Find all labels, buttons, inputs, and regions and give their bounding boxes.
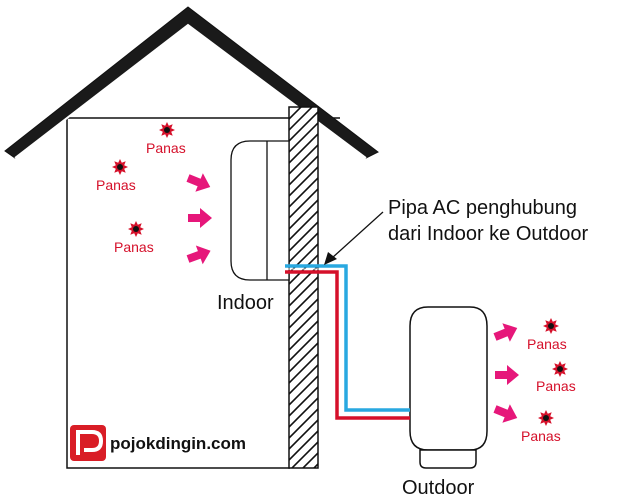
outdoor-label: Outdoor — [402, 477, 475, 499]
hatch-line — [289, 133, 318, 164]
hatch-line — [289, 107, 314, 131]
hatch-line — [289, 375, 318, 406]
hatch-line — [289, 419, 318, 450]
pipe-hot — [285, 270, 410, 420]
pipe-label-line1: Pipa AC penghubung — [388, 197, 577, 219]
hatch-line — [289, 243, 318, 274]
pipe-label-line2: dari Indoor ke Outdoor — [388, 223, 588, 245]
hatch-line — [289, 331, 318, 362]
hatch-line — [289, 155, 318, 186]
exterior-wall — [288, 106, 319, 469]
site-logo: pojokdingin.com — [70, 425, 246, 461]
heat-label: Panas — [536, 378, 576, 394]
heat-label: Panas — [96, 177, 136, 193]
hatch-line — [289, 144, 318, 175]
hatch-line — [289, 232, 318, 263]
hatch-line — [289, 320, 318, 351]
heat-sun-core — [133, 226, 139, 232]
hatch-line — [289, 107, 303, 120]
hatch-line — [289, 122, 318, 153]
hatch-line — [289, 221, 318, 252]
heat-arrow-icon — [493, 323, 518, 342]
heat-sun-core — [164, 127, 170, 133]
hatch-line — [289, 210, 318, 241]
heat-arrow-icon — [493, 404, 518, 423]
pipe-callout-line — [331, 211, 384, 259]
house-roof — [4, 6, 379, 159]
outdoor-unit-stand — [419, 449, 477, 469]
hatch-line — [289, 408, 318, 439]
hatch-line — [289, 342, 318, 373]
hatch-line — [289, 111, 318, 142]
logo-mark-glyph — [76, 430, 104, 455]
heat-sun-core — [117, 164, 123, 170]
logo-text: pojokdingin.com — [110, 434, 246, 453]
indoor-unit — [230, 140, 290, 281]
hatch-line — [289, 430, 318, 461]
heat-arrow-icon — [188, 208, 212, 228]
heat-sun-core — [557, 366, 563, 372]
indoor-label: Indoor — [217, 292, 274, 314]
hatch-line — [290, 441, 318, 468]
hatch-line — [289, 177, 318, 208]
hatch-line — [289, 397, 318, 428]
outdoor-unit — [409, 306, 488, 451]
hatch-line — [289, 475, 318, 500]
hatch-line — [289, 298, 318, 329]
heat-label: Panas — [527, 336, 567, 352]
heat-arrows — [186, 173, 519, 423]
heat-label: Panas — [114, 239, 154, 255]
hatch-line — [289, 166, 318, 197]
hatch-line — [289, 276, 318, 307]
hatch-line — [289, 386, 318, 417]
hatch-line — [301, 452, 318, 468]
house-wall-outline — [66, 118, 290, 469]
heat-sun-core — [543, 415, 549, 421]
heat-arrow-icon — [186, 173, 211, 192]
pipe-cold — [285, 264, 410, 412]
heat-arrow-icon — [495, 365, 519, 385]
pipe-callout-arrowhead — [324, 252, 337, 265]
hatch-line — [289, 287, 318, 318]
hatch-line — [289, 486, 318, 500]
hatch-line — [289, 188, 318, 219]
hatch-line — [289, 364, 318, 395]
heat-label: Panas — [146, 140, 186, 156]
hatch-line — [289, 199, 318, 230]
hatch-line — [289, 309, 318, 340]
heat-arrow-icon — [186, 245, 211, 265]
hatch-line — [289, 353, 318, 384]
heat-label: Panas — [521, 428, 561, 444]
heat-sun-core — [548, 323, 554, 329]
